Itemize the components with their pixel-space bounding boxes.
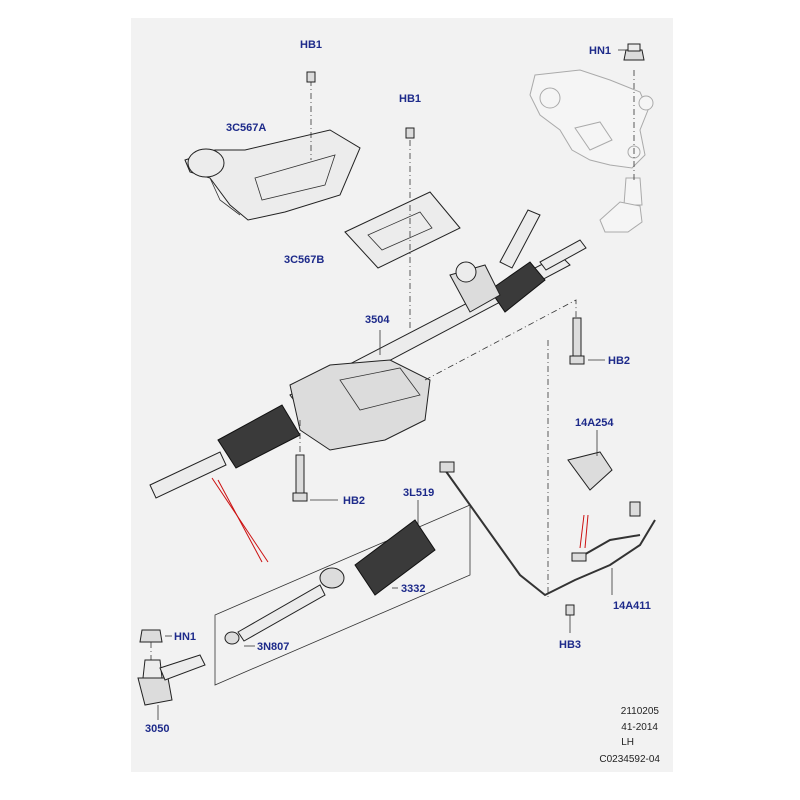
label-hb1-top: HB1 bbox=[300, 39, 322, 51]
label-3504: 3504 bbox=[365, 314, 390, 326]
label-3n807: 3N807 bbox=[257, 641, 289, 653]
label-3332: 3332 bbox=[401, 583, 425, 595]
nut-hn1-bottom bbox=[139, 629, 163, 643]
steering-knuckle-ghost bbox=[529, 69, 654, 233]
bracket-14a254 bbox=[567, 451, 613, 491]
meta-line-4: C0234592-04 bbox=[599, 754, 660, 765]
label-hb1-mid: HB1 bbox=[399, 93, 421, 105]
label-hb2-lower: HB2 bbox=[343, 495, 365, 507]
label-3l519: 3L519 bbox=[403, 487, 434, 499]
steering-rack-3504 bbox=[149, 209, 587, 499]
heat-shield-3c567b bbox=[344, 191, 461, 269]
meta-line-2: 41-2014 bbox=[621, 722, 658, 733]
label-hn1-top: HN1 bbox=[589, 45, 611, 57]
label-hb2-right: HB2 bbox=[608, 355, 630, 367]
wiring-harness-14a411 bbox=[439, 461, 656, 597]
bolt-hb2-lower bbox=[292, 454, 308, 502]
bolt-hb1-mid bbox=[405, 127, 415, 139]
label-3050: 3050 bbox=[145, 723, 169, 735]
label-14a254: 14A254 bbox=[575, 417, 614, 429]
bolt-hb1-top bbox=[306, 71, 316, 83]
meta-line-3: LH bbox=[621, 737, 634, 748]
bolt-hb2-right bbox=[569, 317, 585, 365]
callout-red-right-a bbox=[579, 514, 585, 549]
label-3c567b: 3C567B bbox=[284, 254, 324, 266]
nut-hn1-top bbox=[623, 43, 645, 61]
tie-rod-3n807 bbox=[224, 567, 345, 645]
label-hb3: HB3 bbox=[559, 639, 581, 651]
heat-shield-3c567a bbox=[184, 129, 361, 221]
axis-hb2-right bbox=[424, 299, 577, 381]
label-14a411: 14A411 bbox=[613, 600, 651, 612]
bolt-hb3 bbox=[565, 604, 575, 616]
label-3c567a: 3C567A bbox=[226, 122, 266, 134]
boot-3332 bbox=[354, 519, 436, 596]
callout-red-right-b bbox=[584, 514, 589, 549]
callout-red-left-b bbox=[217, 479, 263, 563]
tie-rod-end-3050 bbox=[137, 654, 206, 706]
meta-line-1: 2110205 bbox=[621, 706, 660, 717]
kit-box-3l519 bbox=[214, 504, 471, 686]
label-hn1-bottom: HN1 bbox=[174, 631, 196, 643]
